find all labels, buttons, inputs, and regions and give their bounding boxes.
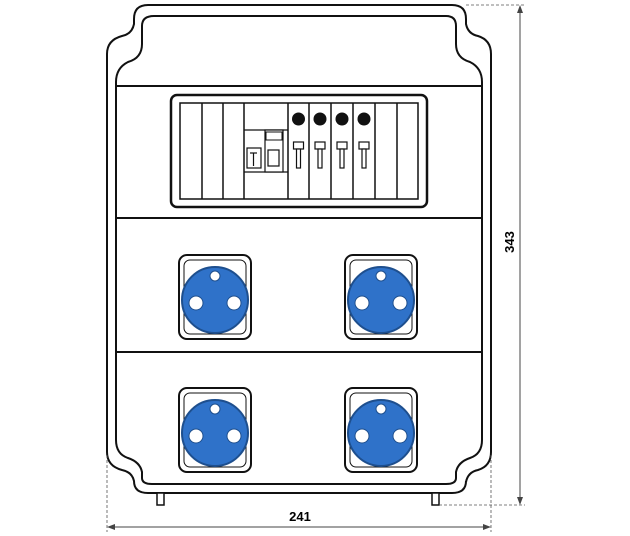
right-foot bbox=[431, 492, 440, 506]
rcd-icon bbox=[244, 129, 288, 173]
breaker-1-icon bbox=[292, 112, 305, 169]
breaker-3-icon bbox=[335, 112, 349, 169]
breaker-4-icon bbox=[357, 112, 371, 169]
enclosure-lid-outline bbox=[115, 15, 483, 87]
width-dimension: 241 bbox=[106, 455, 492, 532]
width-label: 241 bbox=[289, 509, 311, 524]
socket-bottom-right-icon bbox=[344, 387, 418, 473]
height-label: 343 bbox=[502, 231, 517, 253]
height-dimension: 343 bbox=[439, 4, 525, 506]
enclosure-base-outline bbox=[115, 351, 483, 485]
socket-top-right-icon bbox=[344, 254, 418, 340]
breaker-2-icon bbox=[313, 112, 327, 169]
socket-bottom-left-icon bbox=[178, 387, 252, 473]
left-foot bbox=[156, 492, 165, 506]
socket-top-left-icon bbox=[178, 254, 252, 340]
